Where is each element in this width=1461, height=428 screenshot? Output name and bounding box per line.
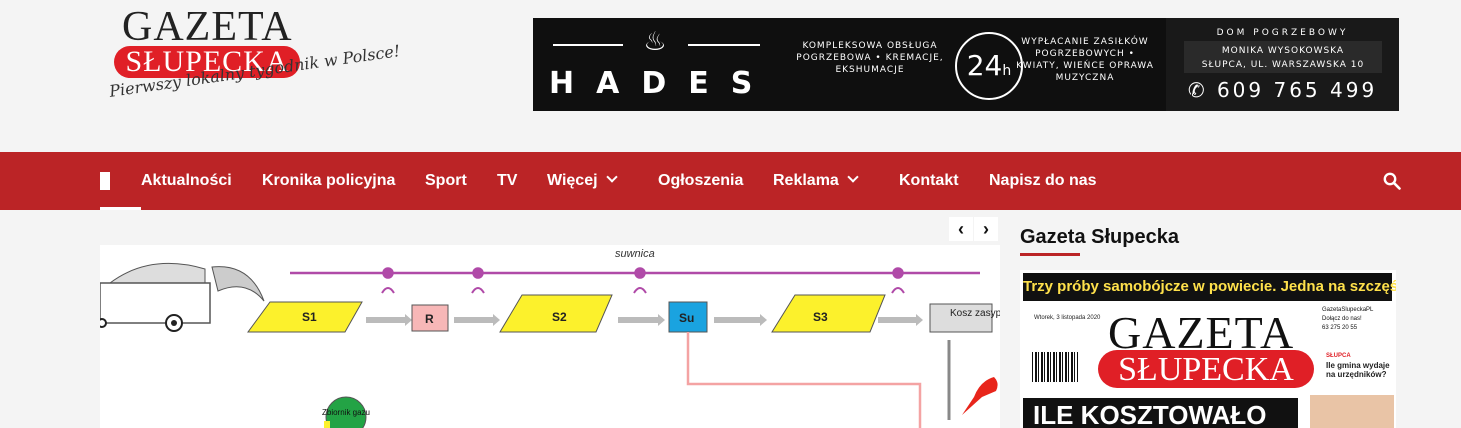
main-nav: Aktualności Kronika policyjna Sport TV W…	[0, 152, 1461, 210]
banner-rule	[553, 44, 623, 46]
cover-teaser: Ile gmina wydaje na urzędników?	[1326, 361, 1390, 379]
banner-company-label: DOM POGRZEBOWY	[1216, 28, 1349, 38]
active-indicator	[100, 207, 141, 210]
banner-contact-panel: DOM POGRZEBOWY MONIKA WYSOKOWSKA SŁUPCA,…	[1166, 18, 1399, 111]
search-icon[interactable]	[1383, 172, 1401, 190]
slider-next-button[interactable]: ›	[974, 217, 998, 241]
nav-item-tv[interactable]: TV	[497, 172, 518, 189]
banner-phone-number: 609 765 499	[1216, 78, 1378, 102]
cover-headline: ILE KOSZTOWAŁO	[1023, 398, 1298, 428]
chevron-left-icon: ‹	[958, 219, 964, 239]
home-icon[interactable]	[100, 172, 110, 190]
site-logo[interactable]: GAZETA SŁUPECKA Pierwszy lokalny tygodni…	[104, 4, 401, 126]
newspaper-cover[interactable]: Trzy próby samobójcze w powiecie. Jedna …	[1020, 270, 1396, 428]
slider-prev-button[interactable]: ‹	[949, 217, 973, 241]
cover-masthead-sub: SŁUPECKA	[1118, 351, 1294, 388]
nav-item-aktualnosci[interactable]: Aktualności	[141, 172, 232, 189]
banner-hours-suffix: h	[1002, 63, 1012, 79]
tank-label: Zbiornik gazu	[322, 408, 370, 417]
cover-date: Wtorek, 3 listopada 2020	[1034, 315, 1101, 321]
featured-slider-image[interactable]: suwnica S1 R S2 Su S3 Kosz zasypowy	[100, 245, 1000, 428]
logo-pill	[114, 46, 300, 78]
banner-hours: 24	[966, 49, 1003, 82]
cover-social-join: Dołącz do nas!	[1322, 316, 1362, 322]
nav-item-label: Reklama	[773, 172, 839, 189]
banner-owner: MONIKA WYSOKOWSKA	[1221, 46, 1345, 56]
nav-item-sport[interactable]: Sport	[425, 172, 467, 189]
logo-subtitle: SŁUPECKA	[125, 45, 289, 78]
station-r: R	[425, 312, 434, 326]
phone-icon: ✆	[1187, 78, 1217, 102]
station-s1: S1	[302, 310, 317, 324]
gas-tank	[325, 396, 367, 428]
cover-social: GazetaSlupeckaPL Dołącz do nas! 63 275 2…	[1322, 306, 1373, 333]
nav-item-ogloszenia[interactable]: Ogłoszenia	[658, 172, 744, 189]
cover-masthead: GAZETA	[1108, 307, 1295, 358]
hades-banner-ad[interactable]: ♨ HADES KOMPLEKSOWA OBSŁUGA POGRZEBOWA •…	[533, 18, 1399, 111]
process-diagram: suwnica S1 R S2 Su S3 Kosz zasypowy	[100, 248, 1000, 428]
nav-item-reklama[interactable]: Reklama	[773, 152, 859, 210]
sidebar-title: Gazeta Słupecka	[1020, 226, 1179, 248]
banner-address: SŁUPCA, UL. WARSZAWSKA 10	[1201, 60, 1365, 70]
crane-label: suwnica	[615, 248, 655, 260]
flame-icon: ♨	[643, 26, 667, 56]
banner-rule	[688, 44, 760, 46]
logo-title: GAZETA	[122, 4, 293, 50]
barcode	[1032, 352, 1078, 382]
station-s2: S2	[552, 310, 567, 324]
cover-photo	[1310, 395, 1394, 428]
chevron-down-icon	[605, 171, 618, 183]
cover-teaser-place: SŁUPCA	[1326, 353, 1351, 359]
cover-social-phone: 63 275 20 55	[1322, 325, 1358, 331]
banner-services-right: WYPŁACANIE ZASIŁKÓW POGRZEBOWYCH • KWIAT…	[1016, 37, 1154, 83]
nav-item-wiecej[interactable]: Więcej	[547, 152, 618, 210]
nav-item-kronika-policyjna[interactable]: Kronika policyjna	[262, 172, 396, 189]
banner-brand: HADES	[549, 66, 775, 101]
station-s3: S3	[813, 310, 828, 324]
nav-item-kontakt[interactable]: Kontakt	[899, 172, 959, 189]
station-kosz: Kosz zasypowy	[950, 308, 1000, 319]
banner-services-left: KOMPLEKSOWA OBSŁUGA POGRZEBOWA • KREMACJ…	[796, 41, 944, 75]
banner-24h-badge: 24h	[955, 32, 1023, 100]
chevron-down-icon	[847, 171, 859, 183]
chevron-right-icon: ›	[983, 219, 989, 239]
cover-masthead-pill	[1098, 350, 1314, 388]
sidebar-title-underline	[1020, 253, 1080, 256]
nav-item-label: Więcej	[547, 172, 598, 189]
cover-top-banner: Trzy próby samobójcze w powiecie. Jedna …	[1023, 273, 1396, 301]
station-su: Su	[679, 311, 694, 325]
banner-phone: ✆ 609 765 499	[1166, 78, 1399, 102]
cover-social-fb: GazetaSlupeckaPL	[1322, 307, 1374, 313]
banner-address-box: MONIKA WYSOKOWSKA SŁUPCA, UL. WARSZAWSKA…	[1184, 41, 1382, 73]
nav-item-napisz-do-nas[interactable]: Napisz do nas	[989, 172, 1097, 189]
